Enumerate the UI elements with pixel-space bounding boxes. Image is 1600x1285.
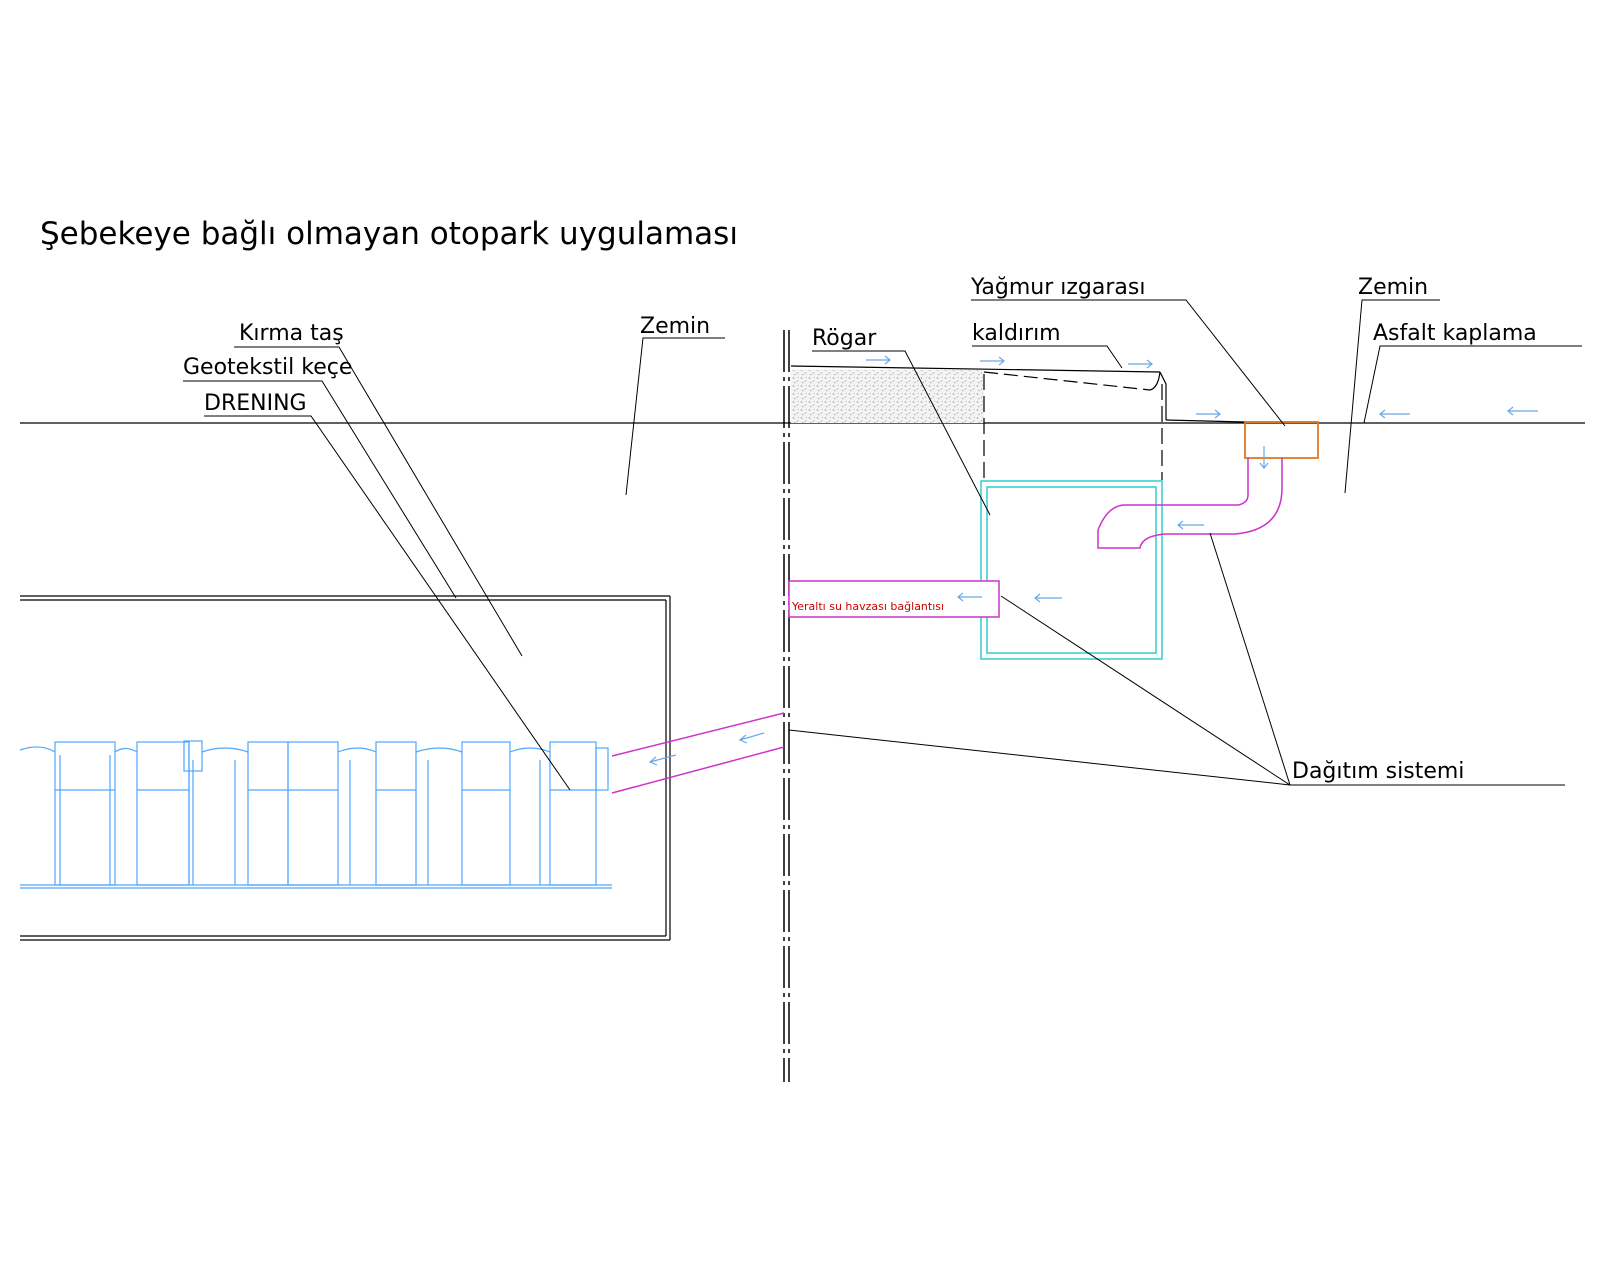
label-drening: DRENING xyxy=(204,391,307,416)
label-yagmur-izgarasi: Yağmur ızgarası xyxy=(970,275,1145,300)
label-dagitim-sistemi: Dağıtım sistemi xyxy=(1292,759,1464,784)
label-asfalt-kaplama: Asfalt kaplama xyxy=(1373,321,1537,346)
flow-arrow-icon xyxy=(1034,593,1062,603)
flow-arrow-icon xyxy=(738,732,765,744)
groundwater-pipe xyxy=(788,580,1000,618)
label-rogar: Rögar xyxy=(812,326,877,351)
manhole xyxy=(980,480,1163,660)
drainage-modules xyxy=(19,740,612,889)
flow-arrow-icon xyxy=(1379,409,1410,419)
label-geotekstil-kece: Geotekstil keçe xyxy=(183,355,352,380)
label-zemin-left: Zemin xyxy=(640,314,710,339)
rain-grate xyxy=(1244,421,1319,459)
inlet-pipe xyxy=(611,712,785,794)
flow-arrow-icon xyxy=(1259,446,1269,469)
flow-arrow-icon xyxy=(957,592,982,602)
leader-lines xyxy=(183,299,1582,791)
flow-arrow-icon xyxy=(866,355,891,365)
label-kirma-tas: Kırma taş xyxy=(239,321,344,346)
flow-arrow-icon xyxy=(648,754,677,766)
page-title: Şebekeye bağlı olmayan otopark uygulamas… xyxy=(40,216,738,252)
flow-arrow-icon xyxy=(1177,520,1204,530)
flow-arrow-icon xyxy=(980,356,1005,366)
label-zemin-right: Zemin xyxy=(1358,275,1428,300)
label-yeralti-baglanti: Yeraltı su havzası bağlantısı xyxy=(791,600,944,613)
flow-arrow-icon xyxy=(1196,409,1221,419)
excavation-trench xyxy=(20,595,671,941)
flow-arrows xyxy=(648,355,1538,766)
grate-pipe xyxy=(1097,458,1283,549)
flow-arrow-icon xyxy=(1128,359,1153,369)
flow-arrow-icon xyxy=(1507,406,1538,416)
sidewalk xyxy=(790,365,1246,480)
gravel-bed xyxy=(791,370,984,423)
label-kaldirim: kaldırım xyxy=(972,321,1061,346)
